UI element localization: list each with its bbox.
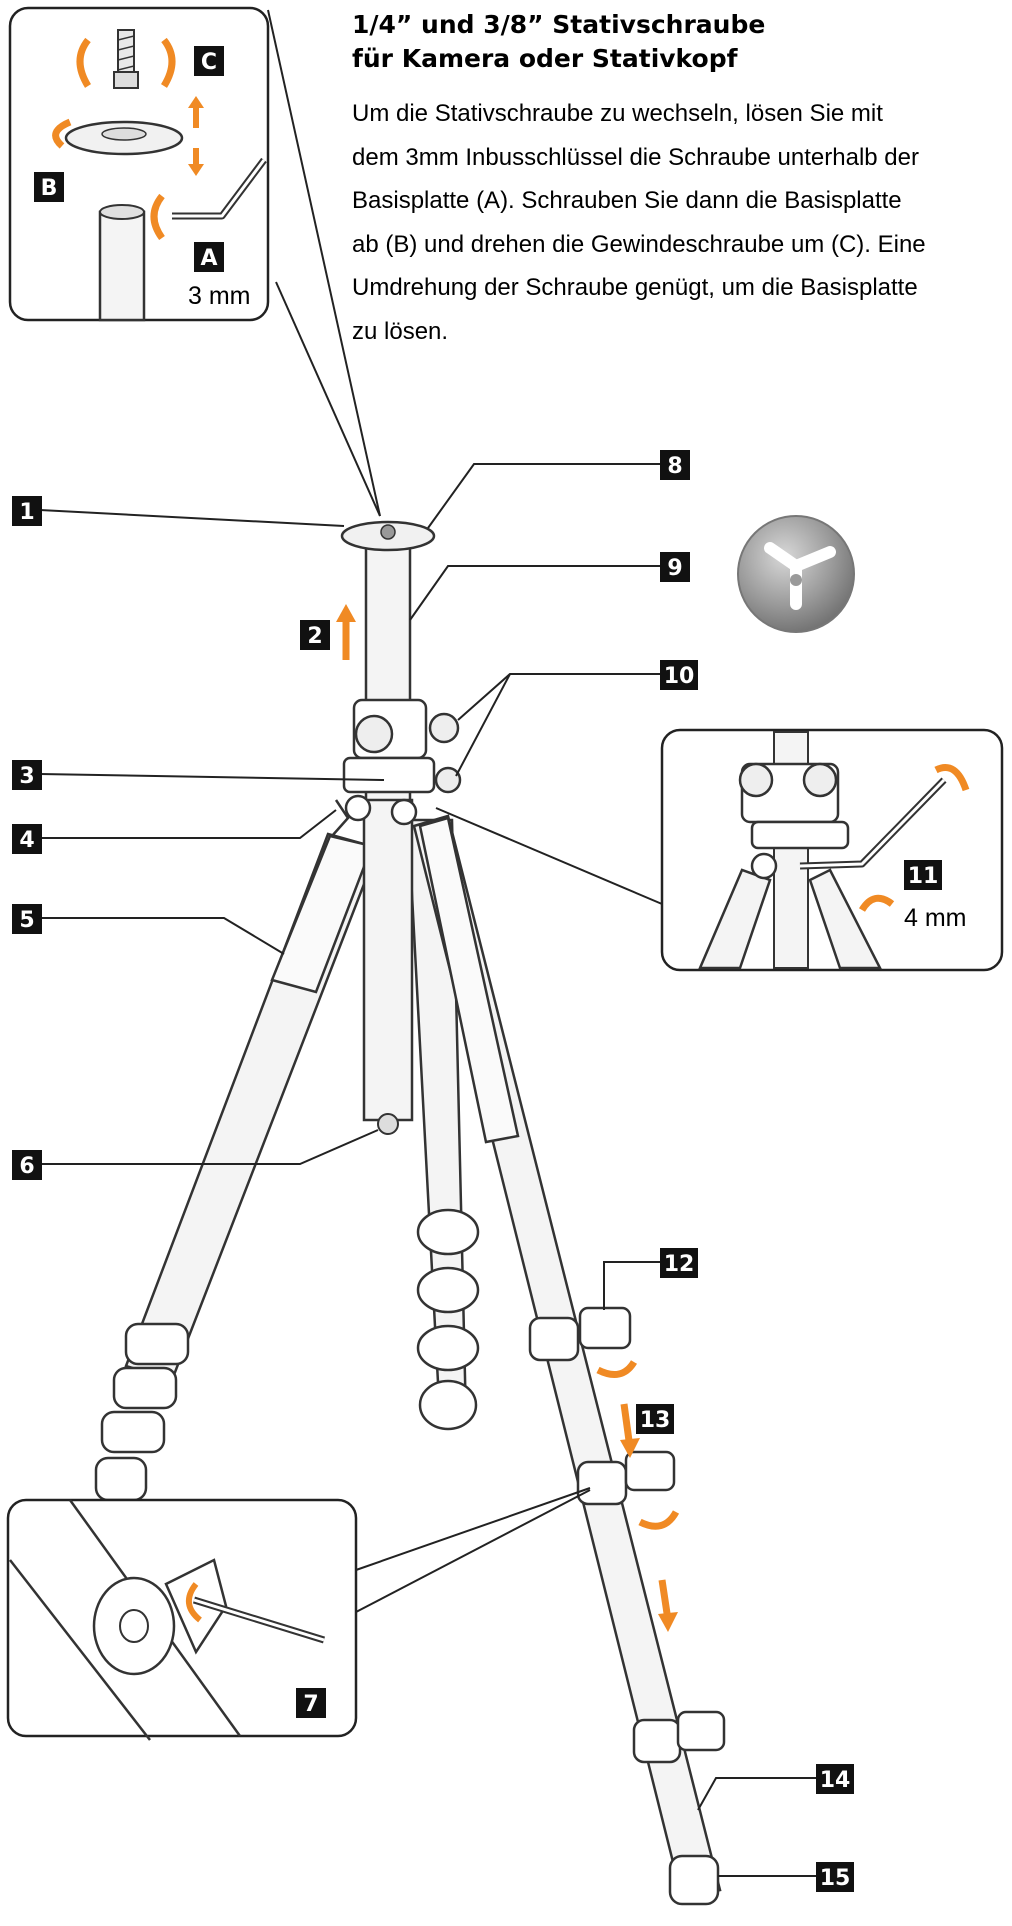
part-badge-8: 8: [427, 450, 690, 529]
part-label: 12: [664, 1252, 695, 1277]
rotate-arrow-icon: [858, 894, 895, 912]
part-badge-4: 4: [12, 809, 337, 854]
label-c: C: [201, 50, 217, 75]
part-label: 6: [19, 1154, 34, 1179]
part-label: 15: [820, 1866, 851, 1891]
part-label: 8: [667, 454, 682, 479]
badge-a: A: [194, 242, 224, 272]
part-badge-2: 2: [300, 620, 330, 650]
part-label: 9: [667, 556, 682, 581]
center-column-top: [98, 210, 146, 322]
part-label: 2: [307, 624, 322, 649]
knob: [434, 766, 462, 794]
part-badge-6: 6: [12, 1129, 379, 1180]
instruction-line: Umdrehung der Schraube genügt, um die Ba…: [352, 274, 918, 301]
rotate-arrow-icon: [186, 1582, 202, 1623]
part-badge-13: 13: [636, 1404, 674, 1434]
spider-collar: [342, 756, 436, 794]
part-badge-5: 5: [12, 904, 285, 955]
part-label: 3: [19, 764, 34, 789]
inset-leg-lock: 7: [6, 1498, 358, 1741]
part-label: 13: [640, 1408, 671, 1433]
badge-7: 7: [296, 1688, 326, 1718]
instruction-line: Basisplatte (A). Schrauben Sie dann die …: [352, 187, 902, 214]
part-badge-14: 14: [697, 1764, 854, 1811]
label-11: 11: [908, 864, 939, 889]
instruction-text: Um die Stativschraube zu wechseln, lösen…: [352, 92, 1002, 353]
part-badge-12: 12: [603, 1248, 698, 1310]
heading-line-2: für Kamera oder Stativkopf: [352, 44, 738, 73]
part-label: 1: [19, 500, 34, 525]
thread-screw-icon: [113, 29, 139, 89]
hex-size-4mm: 4 mm: [904, 904, 967, 932]
part-badge-9: 9: [409, 552, 690, 621]
heading-line-1: 1/4” und 3/8” Stativschraube: [352, 10, 766, 39]
instruction-line: Um die Stativschraube zu wechseln, lösen…: [352, 100, 883, 127]
instruction-line: ab (B) und drehen die Gewindeschraube um…: [352, 230, 926, 258]
part-label: 5: [19, 908, 34, 933]
badge-c: C: [194, 46, 224, 76]
rotate-arrow-icon: [638, 1510, 680, 1530]
part-label: 10: [664, 664, 695, 689]
leg-clamp: [416, 1208, 480, 1431]
part-label: 4: [19, 828, 34, 853]
knob: [354, 714, 394, 754]
leg-clamp: [94, 1322, 190, 1502]
tripod-logo-icon: [737, 515, 855, 633]
part-badge-15: 15: [718, 1862, 854, 1892]
instruction-line: dem 3mm Inbusschlüssel die Schraube unte…: [352, 143, 919, 171]
hex-size-3mm: 3 mm: [188, 282, 251, 310]
badge-b: B: [34, 172, 64, 202]
label-b: B: [41, 176, 58, 201]
part-badge-1: 1: [12, 496, 345, 527]
rotate-arrow-icon: [52, 118, 72, 149]
inset-screw-detail: C B A 3 mm: [8, 6, 270, 322]
rotate-arrow-icon: [934, 764, 970, 792]
page-heading: 1/4” und 3/8” Stativschraube für Kamera …: [352, 8, 765, 76]
leg-angle-lock: [331, 799, 350, 837]
tripod-illustration: [94, 520, 726, 1906]
rotate-arrow-icon: [596, 1360, 638, 1378]
part-label: 14: [820, 1768, 851, 1793]
rotate-arrow-icon: [160, 37, 176, 88]
part-badge-3: 3: [12, 760, 385, 790]
foot: [668, 1854, 720, 1906]
badge-11: 11: [904, 860, 942, 890]
label-a: A: [200, 246, 217, 271]
leg-clamp: [528, 1306, 726, 1764]
knob: [428, 712, 460, 744]
inset-leg-angle: 11 4 mm: [660, 728, 1004, 972]
part-badge-10: 10: [455, 660, 698, 777]
label-7: 7: [303, 1692, 318, 1717]
rotate-arrow-icon: [150, 193, 165, 241]
rotate-arrow-icon: [76, 37, 92, 88]
instruction-line: zu lösen.: [352, 317, 449, 345]
column-hook: [377, 1113, 399, 1135]
